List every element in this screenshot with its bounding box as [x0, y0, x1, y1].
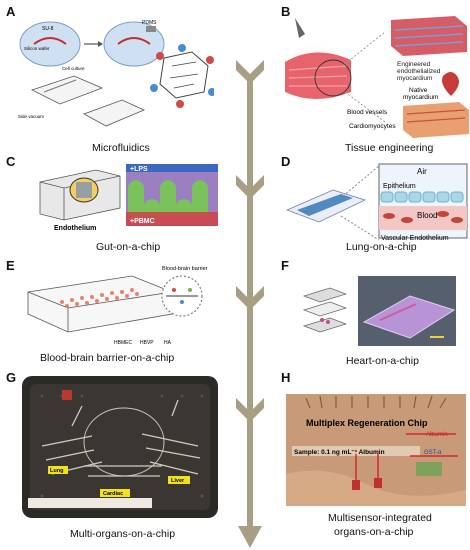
endothelialized-label: endothelialized: [397, 68, 441, 75]
endothelium-label: Endothelium: [54, 225, 96, 232]
hbmec-label: HBMEC: [114, 340, 132, 346]
panel-b-letter: B: [281, 4, 291, 19]
h-albumin-label: Albumin: [426, 432, 448, 438]
h-title: Multiplex Regeneration Chip: [306, 418, 428, 428]
cardiomyocytes-label: Cardiomyocytes: [349, 123, 396, 130]
air-label: Air: [417, 167, 427, 176]
panel-a-letter: A: [6, 4, 16, 19]
blood-label: Blood: [417, 211, 437, 220]
pbmc-label: +PBMC: [130, 218, 155, 225]
vascular-endothelium-label: Vascular Endothelium: [381, 235, 449, 242]
panel-g-caption: Multi-organs-on-a-chip: [70, 528, 176, 540]
h-gst-label: GST-α: [424, 450, 442, 456]
pdms-label: PDMS: [142, 20, 157, 26]
blood-vessels-label: Blood vessels: [347, 109, 388, 116]
tissue-engineering-illustration: Engineered endothelialized myocardium Na…: [277, 16, 469, 138]
lung-label: Lung: [50, 468, 63, 474]
ha-label: HA: [164, 340, 172, 346]
hbvp-label: HBVP: [140, 340, 154, 346]
native-label: Native: [409, 87, 428, 94]
lps-label: +LPS: [130, 166, 148, 173]
gut-chip-illustration: Endothelium +LPS +PBMC: [39, 164, 218, 232]
engineered-label: Engineered: [397, 61, 431, 68]
su8-label: SU-8: [42, 26, 54, 32]
liver-label: Liver: [171, 478, 185, 484]
lung-chip-illustration: Air Epithelium Blood Vascular Endotheliu…: [285, 163, 468, 242]
panel-b-caption: Tissue engineering: [345, 142, 434, 154]
bbb-label: Blood-brain barrier: [162, 266, 208, 272]
wafer-label: Silicon wafer: [24, 46, 50, 51]
panel-g-letter: G: [6, 370, 17, 385]
bbb-chip-illustration: Blood-brain barrier HBMEC HBVP HA: [27, 266, 208, 346]
panel-d-caption: Lung-on-a-chip: [346, 241, 417, 253]
panel-e-letter: E: [6, 258, 15, 273]
panel-h-caption-line2: organs-on-a-chip: [334, 526, 414, 538]
multisensor-chip-photo: Multiplex Regeneration Chip Sample: 0.1 …: [286, 394, 466, 506]
panel-c-letter: C: [6, 154, 16, 169]
panel-h-letter: H: [281, 370, 291, 385]
panel-c-caption: Gut-on-a-chip: [96, 241, 161, 253]
microfluidics-illustration: SU-8 Silicon wafer PDMS Cell culture Sid…: [18, 20, 214, 127]
heart-chip-illustration: [302, 276, 456, 346]
panel-f-letter: F: [281, 258, 289, 273]
native-myocardium-label: myocardium: [403, 94, 438, 101]
panel-a-caption: Microfluidics: [92, 142, 150, 154]
side-vacuum-label: Side vacuum: [18, 114, 44, 119]
cardiac-label: Cardiac: [103, 491, 123, 497]
panel-h-caption-line1: Multisensor-integrated: [328, 512, 432, 524]
multi-organ-photo: Lung Cardiac Liver: [22, 376, 218, 518]
panel-f-caption: Heart-on-a-chip: [346, 355, 419, 367]
epithelium-label: Epithelium: [383, 183, 416, 190]
panel-e-caption: Blood-brain barrier-on-a-chip: [40, 352, 175, 364]
panel-d-letter: D: [281, 154, 291, 169]
myocardium-label: myocardium: [397, 75, 432, 82]
cell-culture-label: Cell culture: [62, 66, 85, 71]
h-sample-label: Sample: 0.1 ng mL⁻¹ Albumin: [294, 449, 385, 456]
